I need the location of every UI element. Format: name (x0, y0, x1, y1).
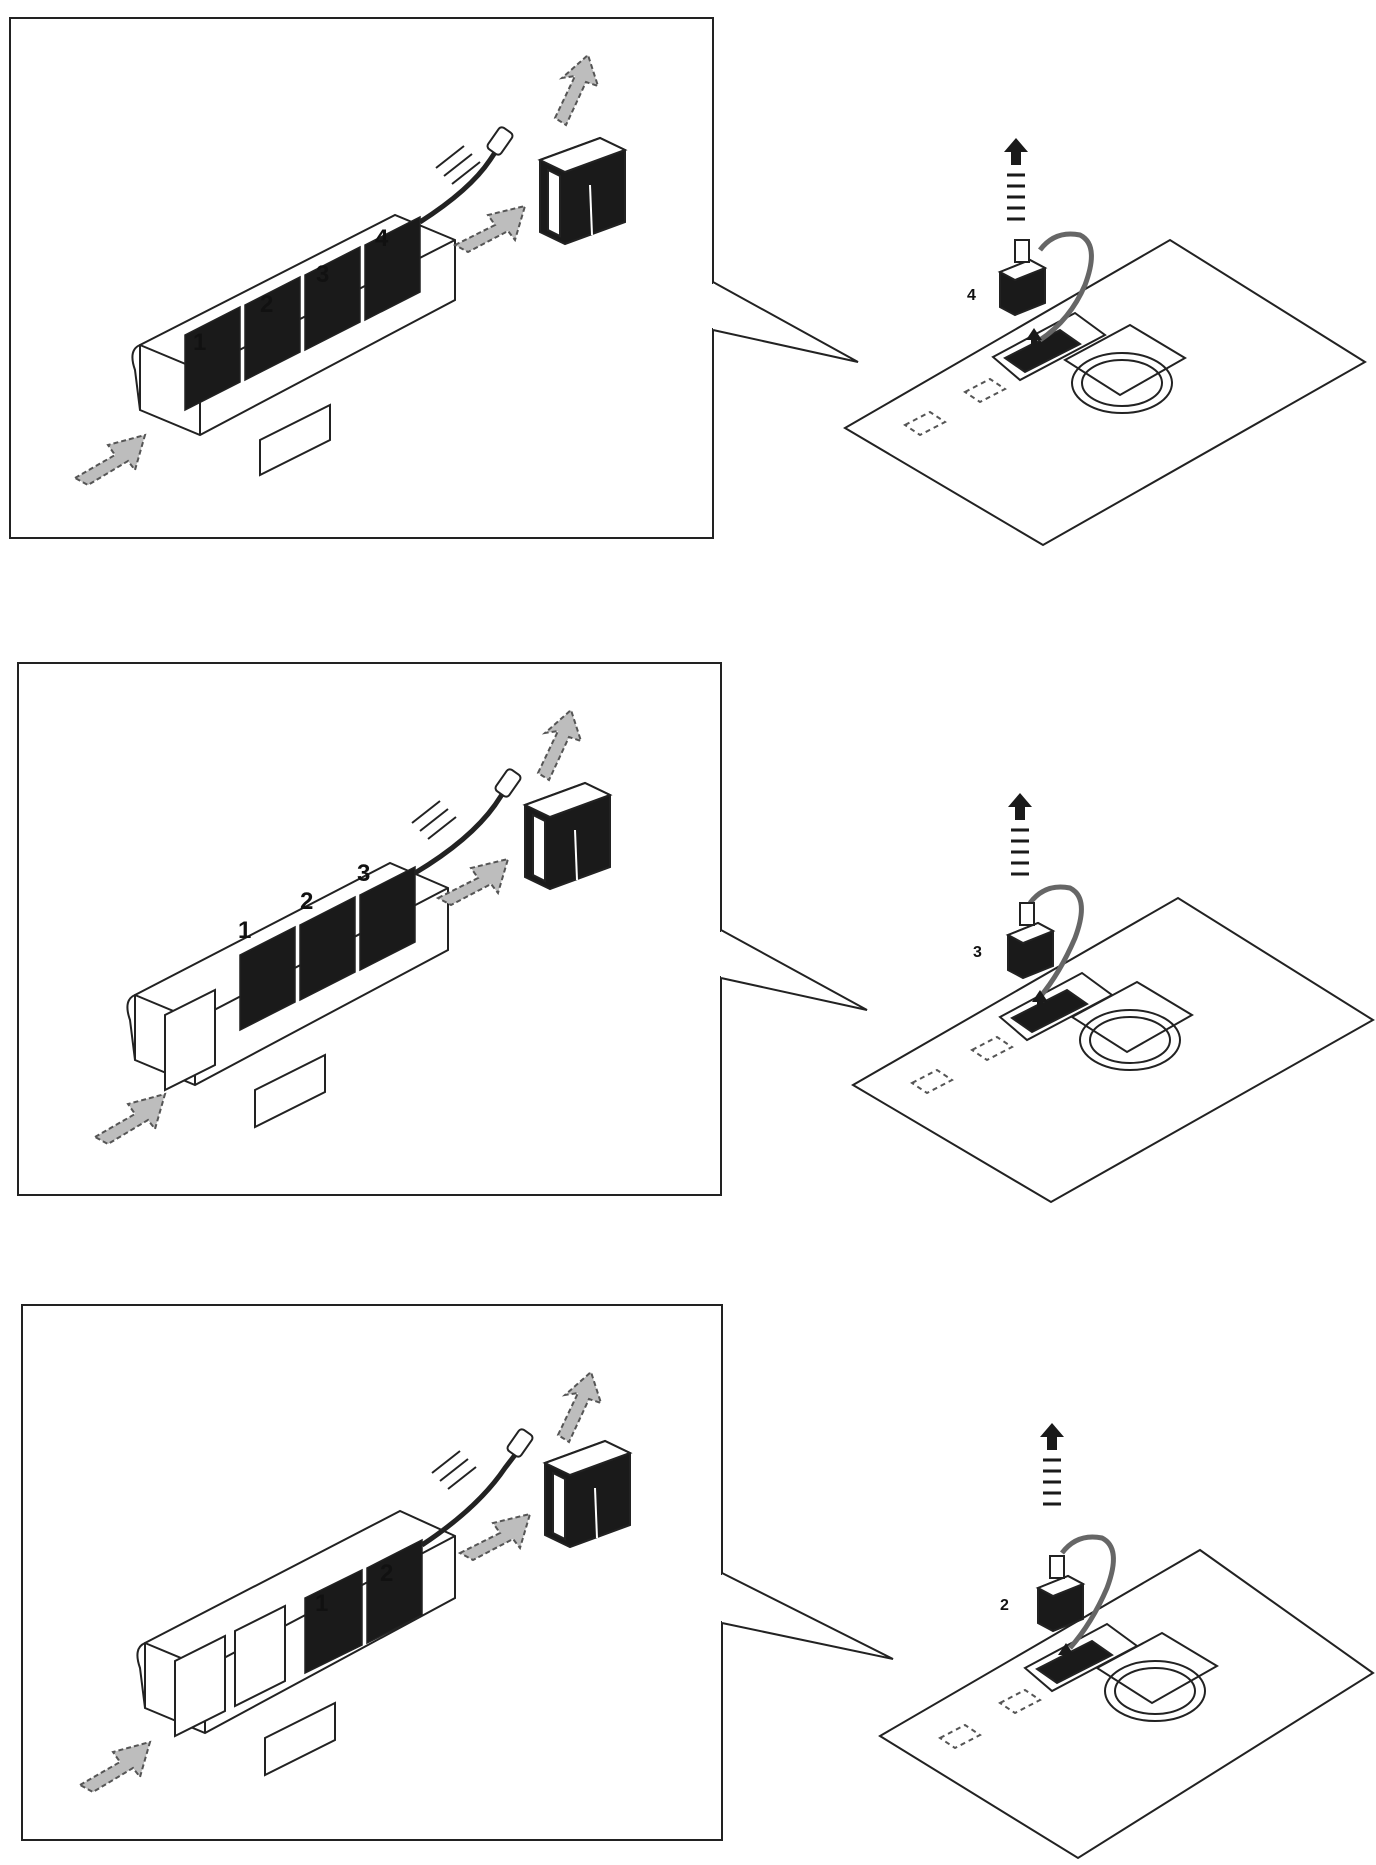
step-1: 1 2 3 4 4 (0, 0, 1376, 580)
callout-pointer (721, 1572, 894, 1660)
slide-arrow (452, 204, 527, 254)
slot-label-2: 2 (300, 888, 313, 915)
step-2: 1 2 3 3 (0, 645, 1376, 1225)
board-cable (1028, 884, 1084, 999)
removed-cartridge (542, 1439, 633, 1549)
removed-cartridge (537, 136, 628, 246)
cable-connector (506, 1428, 534, 1458)
step-3: 1 2 2 (0, 1283, 1376, 1863)
cable-connector (494, 768, 522, 798)
printer-board (851, 896, 1375, 1204)
cable (420, 1449, 520, 1548)
slot-label-2: 2 (380, 1560, 393, 1587)
lift-direction-arrow (1040, 1423, 1064, 1506)
cartridge-slots (304, 1538, 423, 1675)
cartridge-slots (239, 865, 416, 1032)
lifted-cartridge (1005, 902, 1056, 980)
lift-arrow (556, 1370, 603, 1444)
lift-direction-arrow (1004, 138, 1028, 221)
insert-arrow (77, 1740, 152, 1794)
cartridge-slots (184, 215, 421, 412)
slot-label-3: 3 (357, 860, 370, 887)
board-cable (1038, 231, 1094, 343)
slot-label-1: 1 (238, 917, 251, 944)
slide-arrow (435, 857, 510, 907)
callout-pointer (720, 929, 868, 1011)
slot-label-3: 3 (316, 261, 329, 288)
lifted-cartridge (997, 239, 1048, 317)
lift-direction-arrow (1008, 793, 1032, 876)
zoom-frame (21, 1304, 723, 1841)
slide-arrow (457, 1512, 532, 1562)
insert-arrow (92, 1092, 167, 1146)
slot-label-1: 1 (315, 1590, 328, 1617)
cable-connector (486, 126, 514, 156)
board-label: 4 (967, 287, 976, 304)
step-3-diagram: 1 2 2 (21, 1304, 1375, 1860)
board-label: 2 (1000, 1597, 1009, 1614)
cable (413, 788, 508, 876)
empty-slots (938, 1688, 1042, 1750)
zoom-frame (17, 662, 722, 1196)
zoom-frame (9, 17, 714, 539)
printer-board (878, 1548, 1375, 1860)
board-cable (1060, 1534, 1116, 1650)
empty-slots (910, 1035, 1014, 1095)
printer-board (843, 238, 1367, 547)
step-2-diagram: 1 2 3 3 (17, 662, 1375, 1204)
slot-label-4: 4 (375, 225, 389, 252)
step-1-diagram: 1 2 3 4 4 (9, 17, 1367, 547)
lift-arrow (536, 708, 583, 782)
empty-slots (903, 377, 1007, 437)
callout-pointer (712, 281, 859, 363)
board-label: 3 (973, 944, 982, 961)
slot-label-1: 1 (193, 329, 206, 356)
insert-arrow (72, 433, 147, 487)
lifted-cartridge (1035, 1555, 1086, 1633)
slot-label-2: 2 (260, 291, 273, 318)
removed-cartridge (522, 781, 613, 891)
cable (418, 143, 503, 225)
lift-arrow (553, 53, 600, 127)
